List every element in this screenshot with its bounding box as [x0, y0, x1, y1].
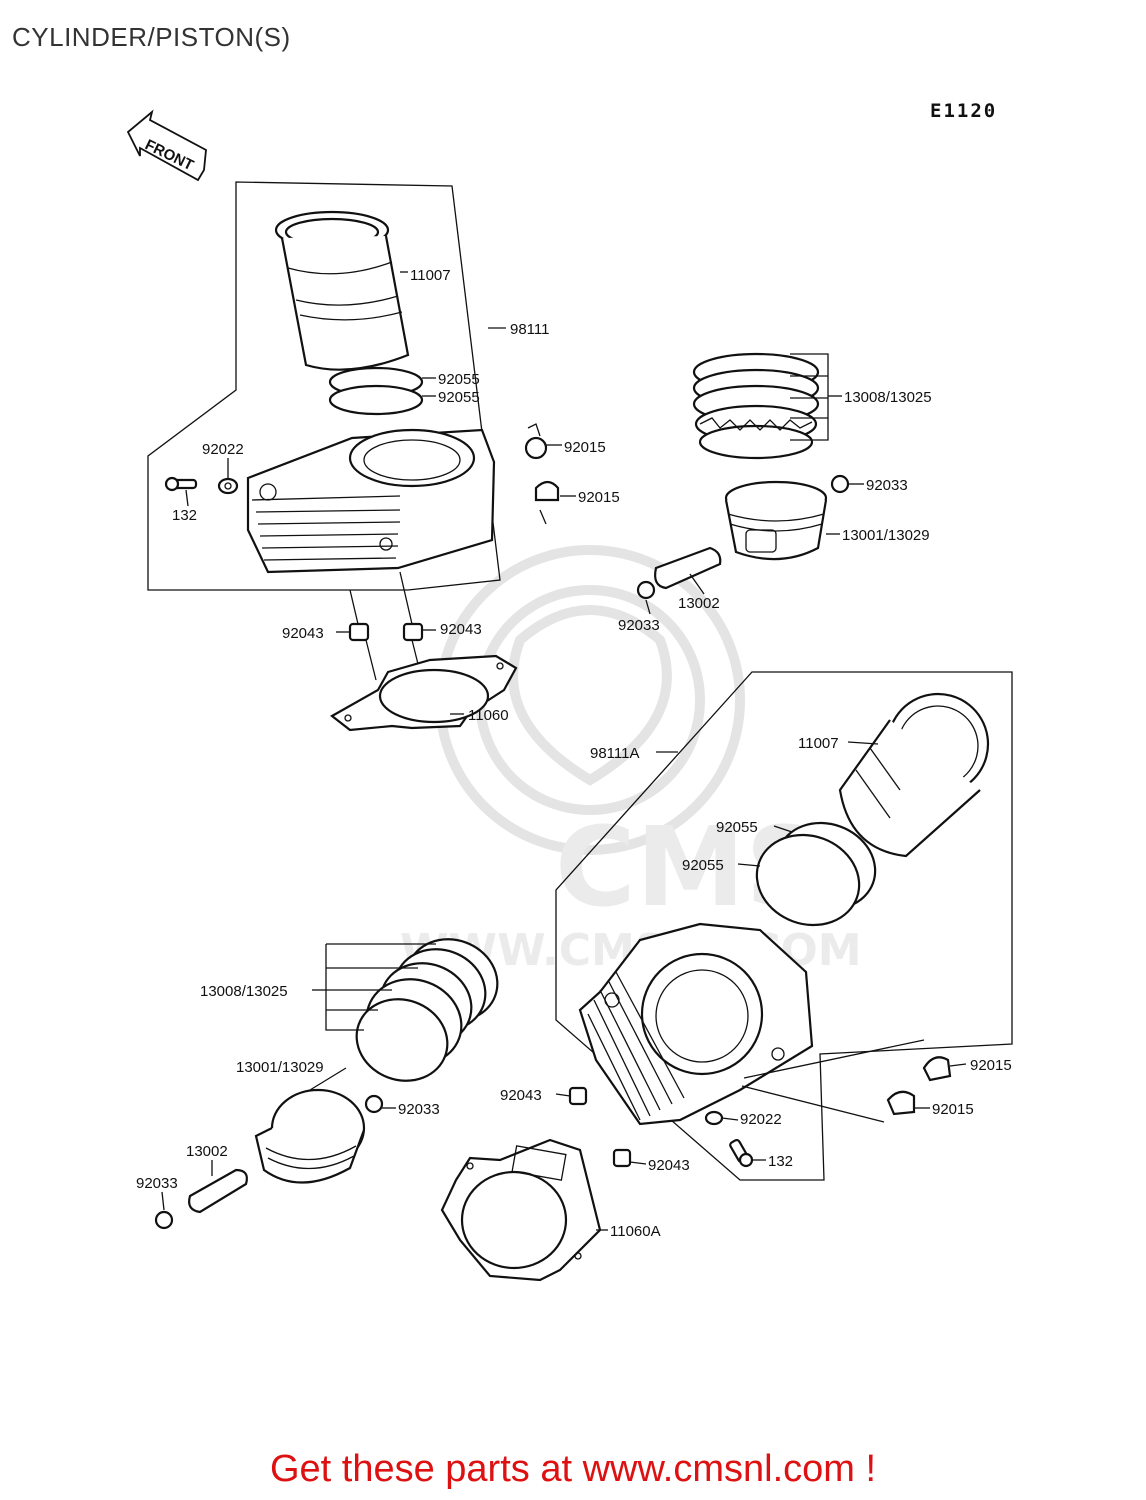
lower-orings: [755, 821, 877, 927]
upper-assembly-bracket: [147, 181, 501, 591]
label-upper-gasket: 11060: [468, 707, 509, 724]
label-upper-clip-left: 92033: [618, 617, 660, 634]
upper-clips-pin: [636, 474, 850, 600]
label-lower-nut-a: 92015: [970, 1057, 1012, 1074]
label-lower-clip-left: 92033: [136, 1175, 178, 1192]
label-lower-dowel-bottom: 92043: [648, 1157, 690, 1174]
label-upper-pin: 13002: [678, 595, 720, 612]
label-upper-oring-b: 92055: [438, 389, 480, 406]
label-lower-oring-b: 92055: [682, 857, 724, 874]
upper-cylinder-block: [246, 428, 496, 574]
label-upper-nut-b: 92015: [578, 489, 620, 506]
label-upper-dowel-left: 92043: [282, 625, 324, 642]
label-upper-liner: 11007: [410, 267, 451, 284]
diagram-code: E1120: [930, 100, 998, 122]
part-labels: 11007 98111 92055 92055 92015 92015 9202…: [136, 267, 1012, 1240]
label-upper-bolt: 132: [172, 507, 197, 524]
front-arrow-icon: FRONT: [126, 109, 207, 182]
label-lower-liner: 11007: [798, 735, 839, 752]
label-upper-nut-a: 92015: [564, 439, 606, 456]
label-upper-clip-right: 92033: [866, 477, 908, 494]
label-upper-rings: 13008/13025: [844, 389, 932, 406]
label-lower-gasket: 11060A: [610, 1223, 661, 1240]
lower-assembly-bracket: [555, 671, 1013, 1181]
label-lower-clip-right: 92033: [398, 1101, 440, 1118]
label-lower-nut-b: 92015: [932, 1101, 974, 1118]
upper-dowels-gasket: [330, 571, 518, 732]
upper-cylinder-liner: [274, 210, 410, 371]
upper-orings: [328, 366, 424, 416]
upper-piston: [724, 480, 828, 561]
label-lower-dowel-top: 92043: [500, 1087, 542, 1104]
label-lower-assembly: 98111A: [590, 745, 640, 762]
label-upper-dowel-right: 92043: [440, 621, 482, 638]
upper-piston-rings: [692, 352, 842, 460]
lower-dowels-gasket: [440, 1086, 632, 1282]
lower-nuts: [886, 1056, 952, 1116]
promo-link[interactable]: Get these parts at www.cmsnl.com !: [269, 1448, 877, 1490]
lower-piston-rings: [312, 938, 499, 1082]
upper-bolt-washer: [164, 476, 239, 495]
label-upper-assembly: 98111: [510, 321, 550, 338]
label-lower-oring-a: 92055: [716, 819, 758, 836]
label-upper-oring-a: 92055: [438, 371, 480, 388]
lower-clips-pin: [154, 1094, 384, 1230]
upper-nuts: [524, 423, 560, 525]
front-arrow-label: FRONT: [142, 136, 196, 174]
lower-cylinder-block: [578, 922, 814, 1126]
label-upper-washer: 92022: [202, 441, 244, 458]
page-title: CYLINDER/PISTON(S): [12, 22, 291, 52]
label-upper-piston: 13001/13029: [842, 527, 930, 544]
label-lower-bolt: 132: [768, 1153, 793, 1170]
label-lower-piston: 13001/13029: [236, 1059, 324, 1076]
lower-piston: [254, 1088, 366, 1184]
label-lower-rings: 13008/13025: [200, 983, 288, 1000]
lower-leader-lines: [161, 741, 967, 1231]
label-lower-washer: 92022: [740, 1111, 782, 1128]
lower-cylinder-liner: [838, 692, 990, 858]
upper-leader-lines: [185, 271, 864, 715]
label-lower-pin: 13002: [186, 1143, 228, 1160]
